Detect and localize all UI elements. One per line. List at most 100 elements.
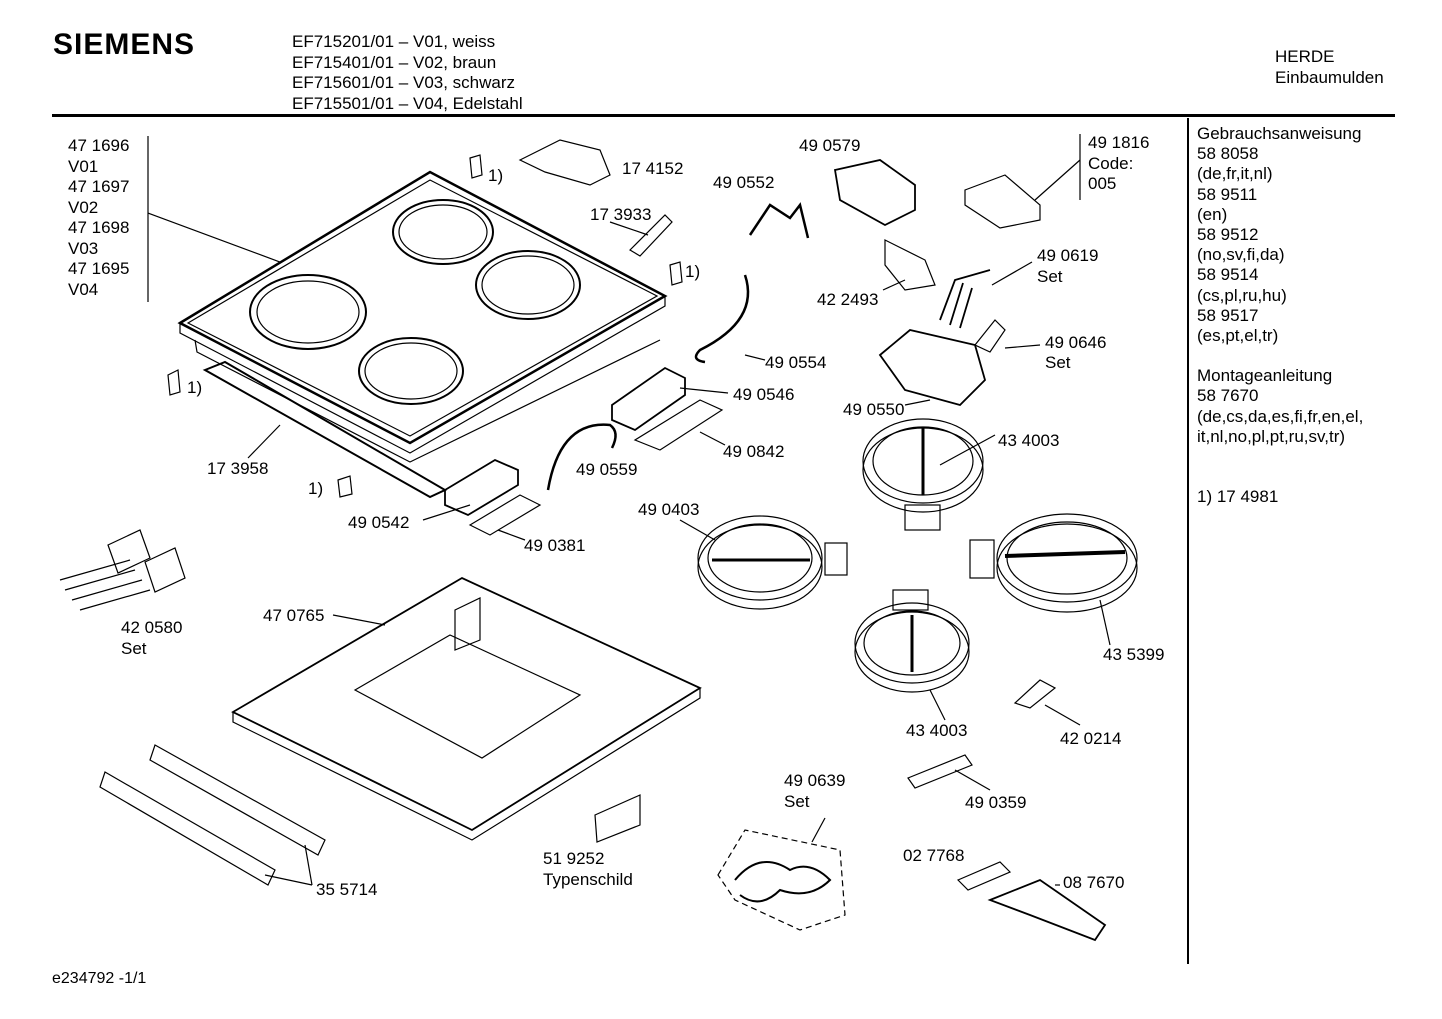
footnote-marker: 1) (685, 262, 701, 281)
part-label: 47 0765 (263, 606, 325, 625)
type-plate (594, 794, 641, 843)
module-490546 (611, 366, 686, 432)
mounting-rail (149, 744, 326, 856)
control-board (964, 174, 1041, 229)
leader-line (609, 221, 649, 236)
category-line: Einbaumulden (1275, 67, 1384, 87)
part-label: Typenschild (543, 870, 633, 889)
bottom-tray-470765 (231, 576, 702, 841)
module-490542 (444, 458, 519, 517)
leader-line (247, 424, 281, 459)
leader-line (882, 279, 906, 291)
scraper-087670 (987, 878, 1107, 942)
sidebar-line: (en) (1197, 204, 1228, 224)
leader-line (1099, 599, 1111, 646)
sidebar-line: (de,fr,it,nl) (1197, 164, 1273, 184)
leader-line (1004, 344, 1041, 349)
leader-line (744, 354, 766, 361)
leader-line (679, 387, 729, 394)
model-line: EF715201/01 – V01, weiss (292, 32, 496, 51)
part-label: 17 3933 (590, 205, 652, 224)
model-list: EF715201/01 – V01, weiss EF715401/01 – V… (292, 32, 523, 114)
part-label: 49 0619 (1037, 246, 1099, 265)
leader-line (991, 261, 1033, 286)
clip-part (669, 261, 683, 286)
cable-490554 (694, 274, 750, 364)
variant-line: V01 (68, 156, 99, 176)
variant-line: V02 (68, 197, 99, 217)
mounting-rail (99, 771, 276, 886)
category-line: HERDE (1275, 47, 1335, 66)
leader-line (939, 434, 996, 466)
sidebar-line: 58 7670 (1197, 386, 1259, 406)
part-label: 49 0646 (1045, 333, 1107, 352)
part-label: 43 5399 (1103, 645, 1165, 664)
part-label: 49 0579 (799, 136, 861, 155)
leader-line (332, 614, 386, 626)
bracket-part (518, 139, 611, 186)
part-label: 51 9252 (543, 849, 605, 868)
part-label: 49 0542 (348, 513, 410, 532)
sidebar-line: 58 9512 (1197, 225, 1259, 245)
sidebar-line: it,nl,no,pl,pt,ru,sv,tr) (1197, 426, 1346, 446)
sidebar-divider (1187, 118, 1189, 964)
leader-line (954, 769, 991, 791)
part-label: 35 5714 (316, 880, 378, 899)
leader-line (304, 844, 313, 886)
variant-line: 47 1695 (68, 259, 130, 278)
part-label: 49 0639 (784, 771, 846, 790)
board-490842 (633, 399, 724, 451)
leader-line (811, 817, 826, 843)
terminal-block (107, 529, 151, 574)
part-label: 43 4003 (998, 431, 1060, 450)
set-label: Set (1037, 267, 1063, 286)
terminal-housing (878, 329, 987, 407)
clip-part (469, 154, 483, 179)
scraper-blade-027768 (956, 861, 1012, 891)
heating-element-434003-bottom (854, 589, 970, 693)
footnote-marker: 1) (308, 479, 324, 498)
model-line: EF715401/01 – V02, braun (292, 52, 497, 72)
sensor-490359 (907, 754, 973, 789)
code-block: 49 1816 Code: 005 (1088, 133, 1149, 195)
variant-line: 47 1698 (68, 218, 130, 237)
board-490381 (468, 494, 542, 536)
leader-line (147, 212, 281, 263)
footnote-line: 1) 17 4981 (1197, 487, 1279, 507)
part-label: 49 0842 (723, 442, 785, 461)
clip-part (337, 475, 353, 498)
wire-set-490619 (939, 269, 991, 329)
header-divider (52, 114, 1395, 117)
code-line: Code: (1088, 153, 1134, 173)
code-line: 49 1816 (1088, 133, 1150, 152)
leader-line (1034, 159, 1081, 201)
wire-set-490646 (974, 319, 1006, 353)
siemens-logo: SIEMENS (53, 28, 196, 61)
part-label: 49 0546 (733, 385, 795, 404)
cable-490552 (748, 202, 810, 239)
part-label: 49 0403 (638, 500, 700, 519)
part-label: 17 3958 (207, 459, 269, 478)
part-label: 08 7670 (1063, 873, 1125, 892)
footnote-marker: 1) (187, 378, 203, 397)
leader-line (904, 399, 931, 406)
drawing-code: e234792 -1/1 (52, 970, 147, 987)
set-label: Set (784, 792, 810, 811)
part-label: 49 0554 (765, 353, 827, 372)
sidebar-line: 58 9514 (1197, 265, 1259, 285)
sidebar-line: 58 8058 (1197, 144, 1259, 164)
category-label: HERDE Einbaumulden (1275, 47, 1384, 88)
set-label: Set (121, 639, 147, 658)
model-line: EF715601/01 – V03, schwarz (292, 73, 516, 92)
part-label: 17 4152 (622, 159, 684, 178)
heating-element-434003-top (862, 418, 984, 531)
variant-list: 47 1696 V01 47 1697 V02 47 1698 V03 47 1… (68, 136, 129, 300)
cable-490559 (546, 423, 617, 491)
leader-line (929, 689, 946, 721)
wire-set-490639 (734, 861, 832, 903)
sidebar-line: (es,pt,el,tr) (1197, 326, 1279, 346)
clip-part (167, 369, 181, 396)
part-label: 49 0381 (524, 536, 586, 555)
sidebar-line: 58 9511 (1197, 184, 1258, 204)
leader-line (422, 504, 471, 521)
